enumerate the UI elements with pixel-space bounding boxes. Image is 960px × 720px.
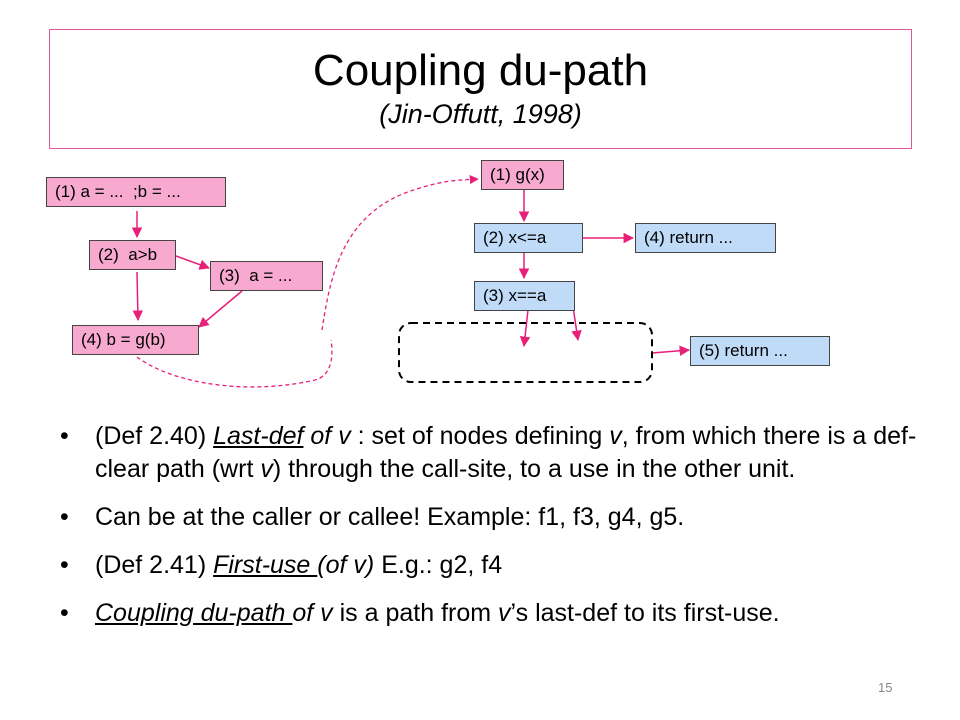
caller-node-1: (1) a = ... ;b = ... [46,177,226,207]
edge-g3-left [519,309,531,348]
edge-f2-f4 [132,271,144,322]
bullet-3: • (Def 2.41) First-use (of v) E.g.: g2, f… [60,549,920,582]
bullet-dot: • [60,599,69,627]
bullet-text-segment: v [609,422,622,450]
bullet-text-segment: v [498,599,511,627]
bullet-dot: • [60,503,69,531]
edge-f3-f4 [198,290,243,328]
bullet-2: • Can be at the caller or callee! Example… [60,501,920,534]
bullet-text-segment: (Def 2.41) [95,551,214,579]
bullet-1: • (Def 2.40) Last-def of v : set of nodes… [60,420,920,486]
callee-node-1: (1) g(x) [481,160,564,190]
callee-node-5: (5) return ... [690,336,830,366]
bullet-text-segment: : set of nodes defining [350,422,610,450]
bullet-text-segment: Coupling du-path [95,599,293,627]
callee-node-4: (4) return ... [635,223,776,253]
title-frame: Coupling du-path (Jin-Offutt, 1998) [49,29,912,149]
caller-node-2: (2) a>b [89,240,176,270]
caller-node-3: (3) a = ... [210,261,323,291]
bullet-text-segment: of v [310,422,351,450]
bullet-text-segment: is a path from [332,599,499,627]
bullet-list: • (Def 2.40) Last-def of v : set of nodes… [60,420,920,645]
bullet-text-segment: E.g.: g2, f4 [374,551,503,579]
bullet-text-segment: of v [292,599,333,627]
edge-box-g5 [651,345,691,356]
bullet-text-segment: ’s last-def to its first-use. [510,599,780,627]
callee-node-3: (3) x==a [474,281,575,311]
call-edge [321,174,479,331]
bullet-4: • Coupling du-path of v is a path from v’… [60,597,920,630]
bullet-text-segment: First-use [213,551,318,579]
bullet-text-segment: (of v) [317,551,375,579]
edge-f2-f3 [175,255,210,270]
dashed-region [398,322,653,383]
bullet-dot: • [60,422,69,450]
bullet-text-segment: Can be at the caller or callee! Example:… [95,503,685,531]
bullet-text-segment: v [260,455,273,483]
bullet-dot: • [60,551,69,579]
bullet-text-segment: Last-def [213,422,304,450]
page-number: 15 [878,680,893,695]
callee-node-2: (2) x<=a [474,223,583,253]
return-edge [136,339,333,388]
slide-title: Coupling du-path [312,46,649,95]
caller-node-4: (4) b = g(b) [72,325,199,355]
bullet-text-segment: ) through the call-site, to a use in the… [272,455,796,483]
bullet-text-segment: , from which there is a def-clear path (… [95,422,917,483]
slide-subtitle: (Jin-Offutt, 1998) [379,99,582,129]
bullet-text-segment: (Def 2.40) [95,422,214,450]
